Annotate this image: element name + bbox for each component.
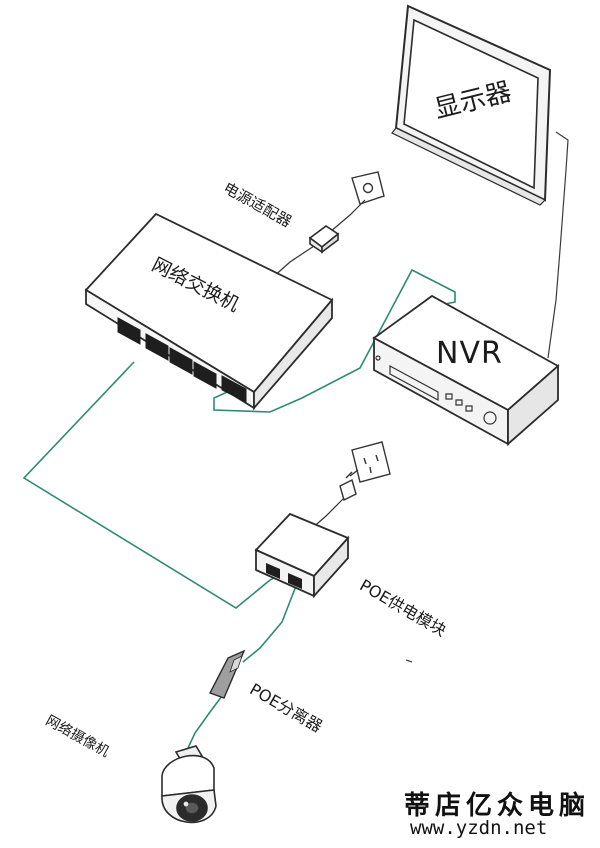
poe-module-ports	[266, 563, 302, 589]
poe-port	[266, 563, 280, 579]
plug-icon	[340, 470, 358, 500]
switch-port	[194, 362, 216, 388]
switch-port	[146, 334, 168, 360]
watermark-url: www.yzdn.net	[410, 817, 548, 839]
adapter-cord	[330, 200, 365, 232]
wall-socket-icon	[352, 172, 384, 204]
nvr-front-details	[376, 356, 496, 424]
switch-ports	[118, 318, 246, 402]
nvr-label: NVR	[436, 336, 503, 371]
watermark-title: 蒂店亿众电脑	[404, 791, 591, 821]
switch-port	[118, 318, 140, 344]
poe-splitter-icon	[210, 651, 244, 698]
switch-port	[222, 376, 246, 402]
camera-icon	[162, 746, 216, 822]
stray-mark	[406, 660, 412, 662]
nvr-icon	[374, 296, 558, 444]
monitor-cable	[548, 132, 568, 358]
cable-splitter-to-camera	[188, 696, 222, 748]
outlet-icon	[352, 442, 390, 482]
switch-port	[170, 348, 192, 374]
cable-poe-module-to-camera	[243, 586, 296, 662]
monitor-icon	[392, 6, 550, 205]
cable-switch-to-nvr	[214, 270, 455, 412]
power-adapter-icon	[310, 226, 338, 252]
cable-switch-to-poe-module	[24, 362, 278, 608]
network-cables	[24, 270, 455, 748]
poe-port	[288, 573, 302, 589]
